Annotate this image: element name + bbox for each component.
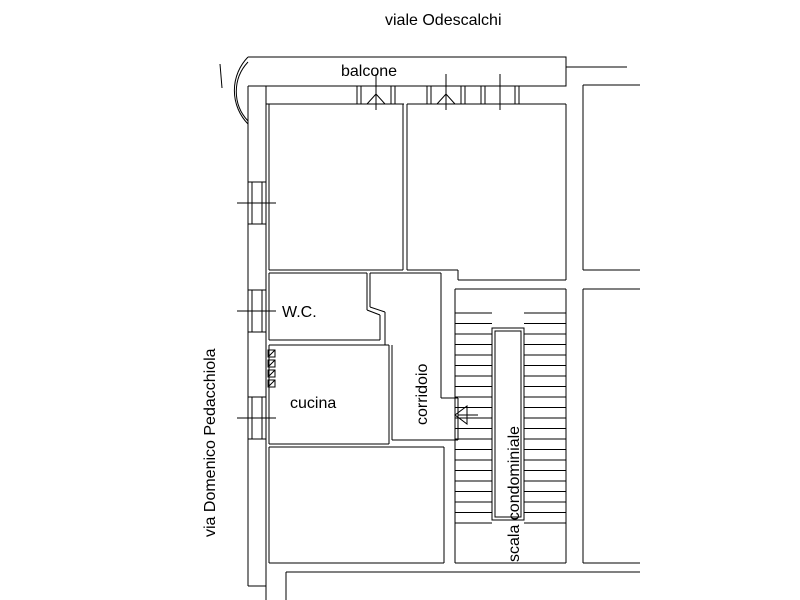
street-label-left: via Domenico Pedacchiola bbox=[202, 348, 219, 537]
bottom-room bbox=[268, 446, 445, 564]
stair-handrail-well bbox=[491, 327, 525, 521]
balcony-door-1 bbox=[356, 74, 396, 110]
stove-icon bbox=[267, 349, 276, 388]
stair-steps bbox=[455, 312, 566, 524]
street-label-top: viale Odescalchi bbox=[385, 12, 502, 29]
window-symbols bbox=[237, 74, 520, 440]
wc-room bbox=[268, 272, 381, 341]
kitchen-room bbox=[268, 344, 390, 445]
side-window-3 bbox=[237, 396, 276, 440]
side-window-1 bbox=[237, 181, 276, 225]
top-left-room bbox=[268, 104, 404, 271]
balcony-label: balcone bbox=[341, 63, 397, 80]
corridor-walls bbox=[369, 272, 459, 441]
balcony-door-2 bbox=[426, 74, 466, 110]
balcony-window-3 bbox=[480, 74, 520, 110]
side-window-2 bbox=[237, 289, 276, 333]
bottom-walls bbox=[285, 571, 640, 600]
stairwell bbox=[454, 84, 640, 564]
wc-label: W.C. bbox=[282, 304, 317, 321]
stair-label: scala condominiale bbox=[506, 426, 523, 562]
kitchen-label: cucina bbox=[290, 395, 336, 412]
entrance-door bbox=[454, 405, 478, 425]
corridor-label: corridoio bbox=[414, 364, 431, 425]
top-right-room bbox=[406, 104, 566, 281]
